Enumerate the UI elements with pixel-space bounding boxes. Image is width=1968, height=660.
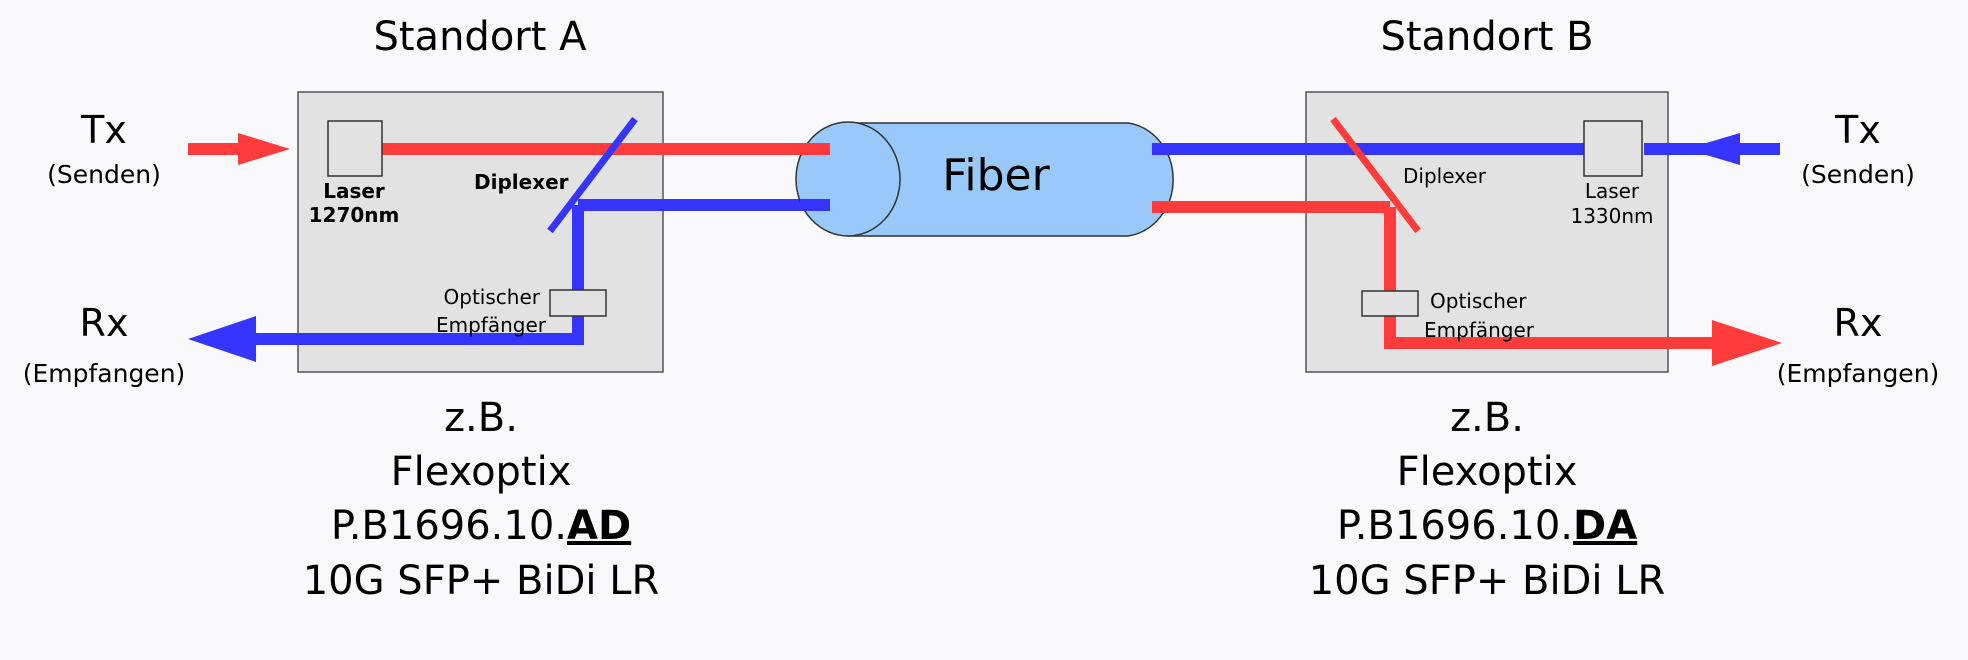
site-a-tx-arrowhead <box>238 133 290 165</box>
fiber-end-face <box>795 121 901 237</box>
site-a-receiver-box <box>549 289 607 317</box>
site-a-receiver-label-1: Optischer <box>444 285 541 309</box>
site-b-receiver-label-2: Empfänger <box>1424 318 1535 342</box>
site-b-rx-sub: (Empfangen) <box>1777 359 1940 388</box>
site-b-module-line1: z.B. <box>1450 395 1524 441</box>
fiber-label: Fiber <box>942 150 1050 201</box>
site-b-rx-arrowhead <box>1712 320 1782 366</box>
site-b-diplexer-label: Diplexer <box>1403 164 1487 188</box>
site-a-rx-label: Rx <box>80 301 129 345</box>
site-b-part-prefix: P.B1696.10. <box>1337 503 1573 549</box>
site-a-module-line2: Flexoptix <box>391 449 572 495</box>
site-b-module-line2: Flexoptix <box>1397 449 1578 495</box>
site-b-receiver-box <box>1361 290 1419 317</box>
site-a-receiver-label-2: Empfänger <box>436 313 547 337</box>
site-b-laser-label: Laser <box>1585 179 1640 203</box>
site-b-title: Standort B <box>1380 14 1593 60</box>
site-a-diplexer-label: Diplexer <box>474 170 569 194</box>
site-a-tx-sub: (Senden) <box>47 160 161 189</box>
site-a-diplexer-mirror <box>547 116 638 234</box>
site-b-part-suffix: DA <box>1573 503 1637 549</box>
site-a-title: Standort A <box>373 14 587 60</box>
site-b-module-line3: P.B1696.10.DA <box>1337 503 1637 549</box>
site-a-module-line3: P.B1696.10.AD <box>331 503 631 549</box>
site-a-laser-wavelength: 1270nm <box>309 203 400 227</box>
site-a-rx-sub: (Empfangen) <box>23 359 186 388</box>
site-b-tx-label: Tx <box>1834 108 1881 152</box>
site-b-laser-wavelength: 1330nm <box>1570 204 1653 228</box>
site-a-module-line1: z.B. <box>444 395 518 441</box>
site-a-part-prefix: P.B1696.10. <box>331 503 567 549</box>
site-a-part-suffix: AD <box>567 503 631 549</box>
site-a-rx-arrowhead <box>188 316 256 362</box>
site-a-tx-label: Tx <box>80 108 127 152</box>
site-b-tx-sub: (Senden) <box>1801 160 1915 189</box>
site-b-laser-box <box>1583 120 1643 177</box>
site-b-diplexer-mirror <box>1330 116 1421 234</box>
site-a-module-line4: 10G SFP+ BiDi LR <box>303 558 660 604</box>
site-a-laser-label: Laser <box>323 179 385 203</box>
site-b-module-line4: 10G SFP+ BiDi LR <box>1309 558 1666 604</box>
site-b-tx-arrowhead <box>1686 133 1740 165</box>
site-b-rx-label: Rx <box>1834 301 1883 345</box>
site-a-laser-box <box>327 120 383 177</box>
site-b-receiver-label-1: Optischer <box>1430 289 1527 313</box>
